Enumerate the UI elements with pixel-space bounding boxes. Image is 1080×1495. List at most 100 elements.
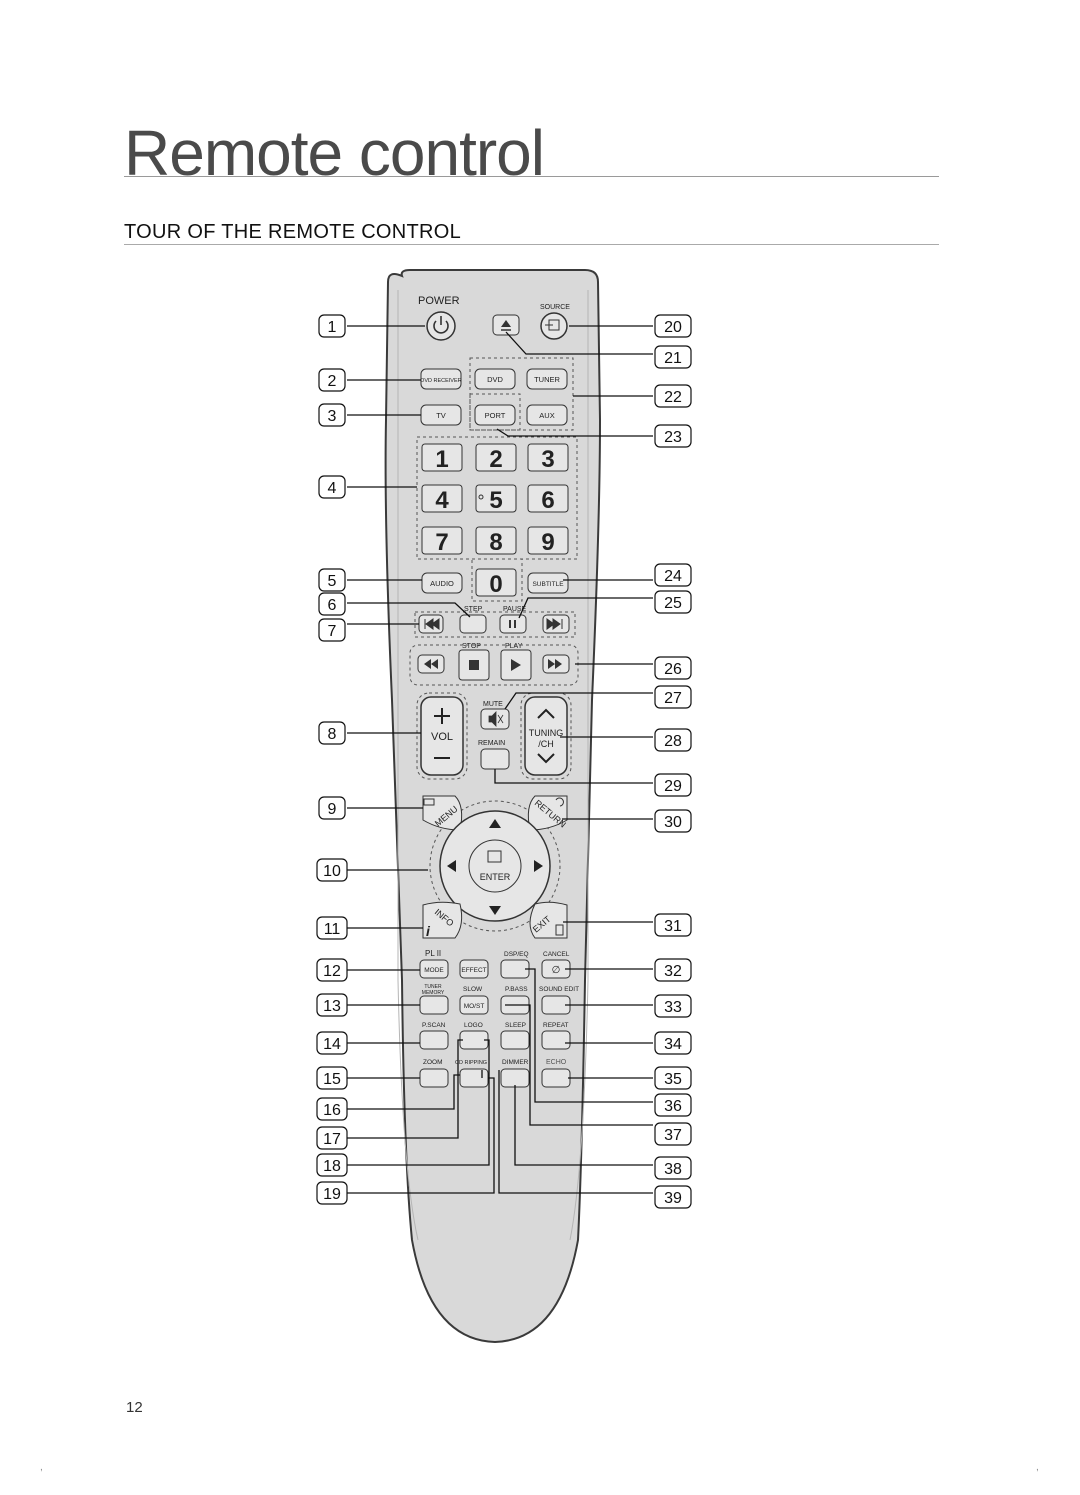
- number-key-6[interactable]: 6: [527, 484, 569, 514]
- callout-29: 29: [654, 773, 692, 797]
- mode-button[interactable]: MODE: [419, 959, 449, 979]
- pause-button[interactable]: [499, 614, 527, 634]
- arrow-down-icon[interactable]: [489, 906, 501, 915]
- stop-button[interactable]: [458, 649, 490, 681]
- number-key-5[interactable]: 5: [475, 484, 517, 514]
- arrow-right-icon[interactable]: [534, 860, 543, 872]
- tactile-dot-icon: [478, 494, 484, 500]
- enter-button[interactable]: ENTER: [480, 850, 511, 882]
- logo-button[interactable]: [459, 1030, 489, 1050]
- fast-forward-button[interactable]: [542, 654, 570, 674]
- callout-28-label: 28: [664, 733, 682, 750]
- number-key-9[interactable]: 9: [527, 526, 569, 556]
- exit-button[interactable]: EXIT: [529, 901, 568, 939]
- nav-dpad[interactable]: [439, 810, 551, 922]
- mode-label: MODE: [424, 967, 444, 974]
- volume-rocker[interactable]: VOL: [420, 696, 464, 776]
- repeat-button[interactable]: [541, 1030, 571, 1050]
- dvd-receiver-button[interactable]: DVD RECEIVER: [420, 368, 462, 390]
- audio-button[interactable]: AUDIO: [421, 572, 463, 594]
- tuner-button[interactable]: TUNER: [526, 368, 568, 390]
- pscan-button[interactable]: [419, 1030, 449, 1050]
- callout-19: 19: [316, 1181, 348, 1205]
- chevron-down-icon: [537, 753, 555, 764]
- rewind-button[interactable]: [417, 654, 445, 674]
- callout-15-label: 15: [323, 1071, 341, 1088]
- play-icon: [511, 659, 521, 671]
- mute-label: MUTE: [483, 701, 503, 708]
- number-key-8[interactable]: 8: [475, 526, 517, 556]
- number-key-3-label: 3: [541, 446, 554, 473]
- title-rule: [124, 176, 939, 177]
- fast-forward-icon: [548, 659, 562, 669]
- callout-32-label: 32: [664, 963, 682, 980]
- callout-31-label: 31: [664, 918, 682, 935]
- zoom-label: ZOOM: [423, 1059, 443, 1066]
- source-label: SOURCE: [540, 304, 570, 311]
- callout-6: 6: [318, 592, 346, 616]
- plus-icon: [434, 708, 450, 724]
- callout-24-label: 24: [664, 568, 682, 585]
- callout-22-label: 22: [664, 389, 682, 406]
- remain-button[interactable]: [480, 748, 510, 770]
- number-key-0[interactable]: 0: [475, 568, 517, 598]
- skip-back-button[interactable]: [418, 614, 444, 634]
- tuner-memory-label-1: TUNER: [424, 984, 442, 990]
- tuner-memory-button[interactable]: [419, 995, 449, 1015]
- eject-button[interactable]: [492, 314, 520, 336]
- callout-7-label: 7: [328, 623, 337, 640]
- play-button[interactable]: [500, 649, 532, 681]
- callout-17: 17: [316, 1126, 348, 1150]
- aux-button[interactable]: AUX: [526, 404, 568, 426]
- menu-button[interactable]: MENU: [422, 795, 463, 831]
- tuning-ch-rocker[interactable]: TUNING /CH: [524, 696, 568, 776]
- dvd-button[interactable]: DVD: [474, 368, 516, 390]
- remain-label: REMAIN: [478, 740, 505, 747]
- number-key-1-label: 1: [435, 446, 448, 473]
- skip-forward-button[interactable]: [542, 614, 570, 634]
- arrow-left-icon[interactable]: [447, 860, 456, 872]
- callout-14: 14: [316, 1031, 348, 1055]
- step-button[interactable]: [459, 614, 487, 634]
- callout-20-label: 20: [664, 319, 682, 336]
- sleep-button[interactable]: [500, 1030, 530, 1050]
- number-key-3[interactable]: 3: [527, 443, 569, 473]
- callout-12-label: 12: [323, 963, 341, 980]
- callout-30: 30: [654, 809, 692, 833]
- callout-14-label: 14: [323, 1036, 341, 1053]
- zoom-button[interactable]: [419, 1068, 449, 1088]
- repeat-label: REPEAT: [543, 1022, 569, 1029]
- cd-ripping-button[interactable]: [459, 1068, 489, 1088]
- exit-icon: [555, 924, 564, 936]
- info-button[interactable]: INFO i: [422, 901, 463, 939]
- effect-button[interactable]: EFFECT: [459, 959, 489, 979]
- dsp-eq-button[interactable]: [500, 959, 530, 979]
- dimmer-button[interactable]: [500, 1068, 530, 1088]
- arrow-up-icon[interactable]: [489, 819, 501, 828]
- callout-26-label: 26: [664, 661, 682, 678]
- mo-st-button[interactable]: MO/ST: [459, 995, 489, 1015]
- number-key-4[interactable]: 4: [421, 484, 463, 514]
- callout-2: 2: [318, 368, 346, 392]
- number-key-1[interactable]: 1: [421, 443, 463, 473]
- number-key-7[interactable]: 7: [421, 526, 463, 556]
- return-button[interactable]: RETURN: [527, 795, 568, 831]
- callout-16-label: 16: [323, 1102, 341, 1119]
- effect-label: EFFECT: [461, 967, 486, 974]
- mute-button[interactable]: [480, 708, 510, 730]
- callout-25: 25: [654, 590, 692, 614]
- number-key-2[interactable]: 2: [475, 443, 517, 473]
- subtitle-button[interactable]: SUBTITLE: [527, 572, 569, 594]
- mute-icon: [488, 711, 504, 727]
- callout-39-label: 39: [664, 1190, 682, 1207]
- power-button[interactable]: [426, 311, 456, 341]
- port-button[interactable]: PORT: [474, 404, 516, 426]
- callout-16: 16: [316, 1097, 348, 1121]
- port-label: PORT: [485, 411, 506, 420]
- callout-4: 4: [318, 475, 346, 499]
- return-icon: [555, 797, 564, 807]
- echo-button[interactable]: [541, 1068, 571, 1088]
- tv-button[interactable]: TV: [420, 404, 462, 426]
- source-button[interactable]: [540, 312, 568, 340]
